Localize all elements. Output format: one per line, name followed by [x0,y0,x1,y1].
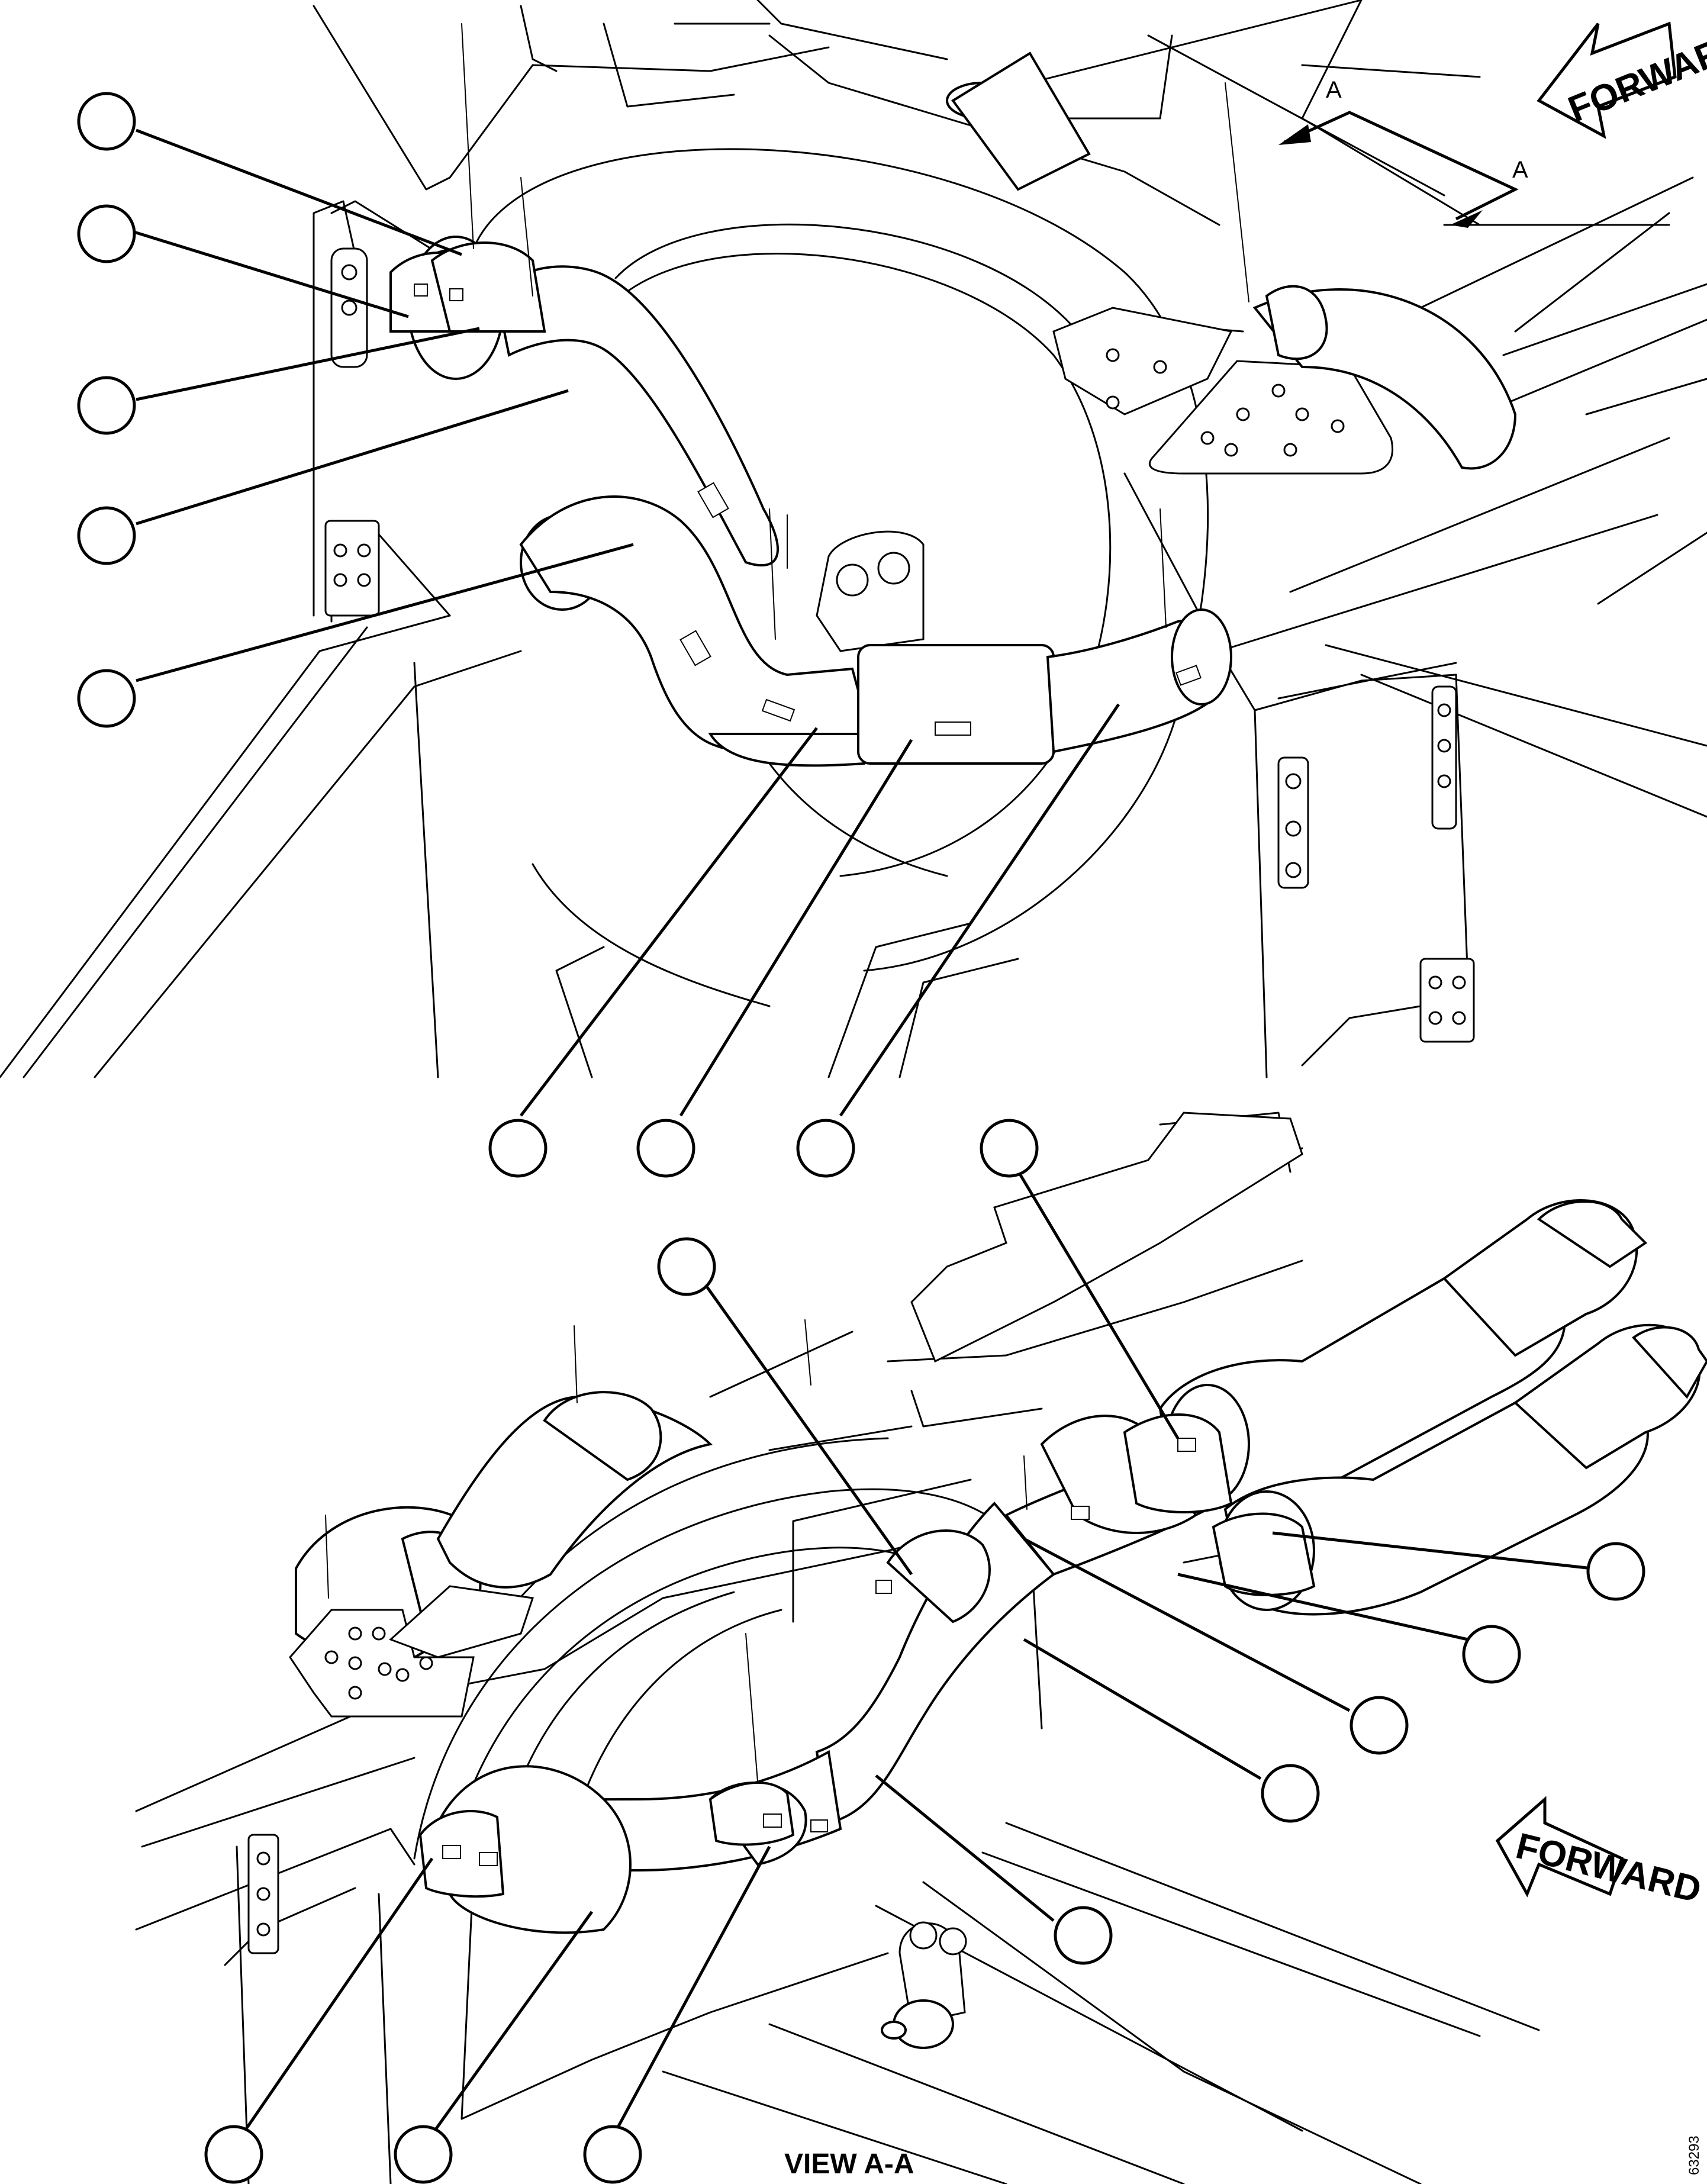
bottom-forward-arrow: FORWARD [1495,1796,1705,1911]
top-hanger-rods [461,23,1249,640]
bottom-upper-arc-pipe [436,1391,713,1589]
callout-bubble [583,2125,642,2184]
callout-bubble [796,1119,855,1178]
bottom-forward-label: FORWARD [1512,1825,1705,1911]
top-callouts [77,92,1120,1178]
bottom-left-bracket [247,1834,279,1954]
section-marker-1: A [1326,77,1342,103]
section-a-a-indicator: A A [1278,77,1528,228]
callout-bubble [204,2125,263,2184]
callout-bubble [77,204,136,263]
top-isometric-view: FORWARD A A [0,0,1707,1178]
callout-bubble [394,2125,453,2184]
callout-bubble [488,1119,547,1178]
callout-bubble [77,669,136,728]
top-mount-plate [1052,307,1394,475]
top-wheel-arch [472,148,1209,1007]
top-upper-pipe [946,51,1517,470]
view-title: VIEW A-A [784,2148,914,2180]
callout-bubble [77,506,136,565]
top-forward-arrow: FORWARD [1537,21,1707,139]
figure-number: 63293 [1686,2135,1702,2175]
callout-bubble [1462,1625,1521,1684]
callout-bubble [1261,1764,1320,1823]
bottom-hanger-rods [325,1319,1028,1782]
callout-bubble [77,376,136,435]
bottom-eye-bracket [881,1921,967,2049]
callout-bubble [1586,1542,1645,1601]
bottom-view-a-a: FORWARD VIEW A-A 63293 [135,1112,1707,2184]
top-left-bracket [324,247,380,617]
callout-bubble [1350,1696,1409,1755]
bottom-top-plate [910,1112,1303,1363]
bottom-callouts [204,1119,1645,2184]
callout-bubble [657,1237,716,1296]
top-right-brackets [1277,685,1475,1043]
top-pipe-labels [414,284,1202,736]
section-marker-2: A [1512,157,1528,183]
callout-bubble [77,92,136,151]
callout-bubble [636,1119,695,1178]
top-clamps [389,241,546,333]
top-cross-member [816,530,925,652]
bottom-pipe-labels [442,1438,1196,1866]
callout-bubble [980,1119,1039,1178]
callout-bubble [1054,1906,1113,1965]
bottom-clamps [418,1413,1316,1898]
